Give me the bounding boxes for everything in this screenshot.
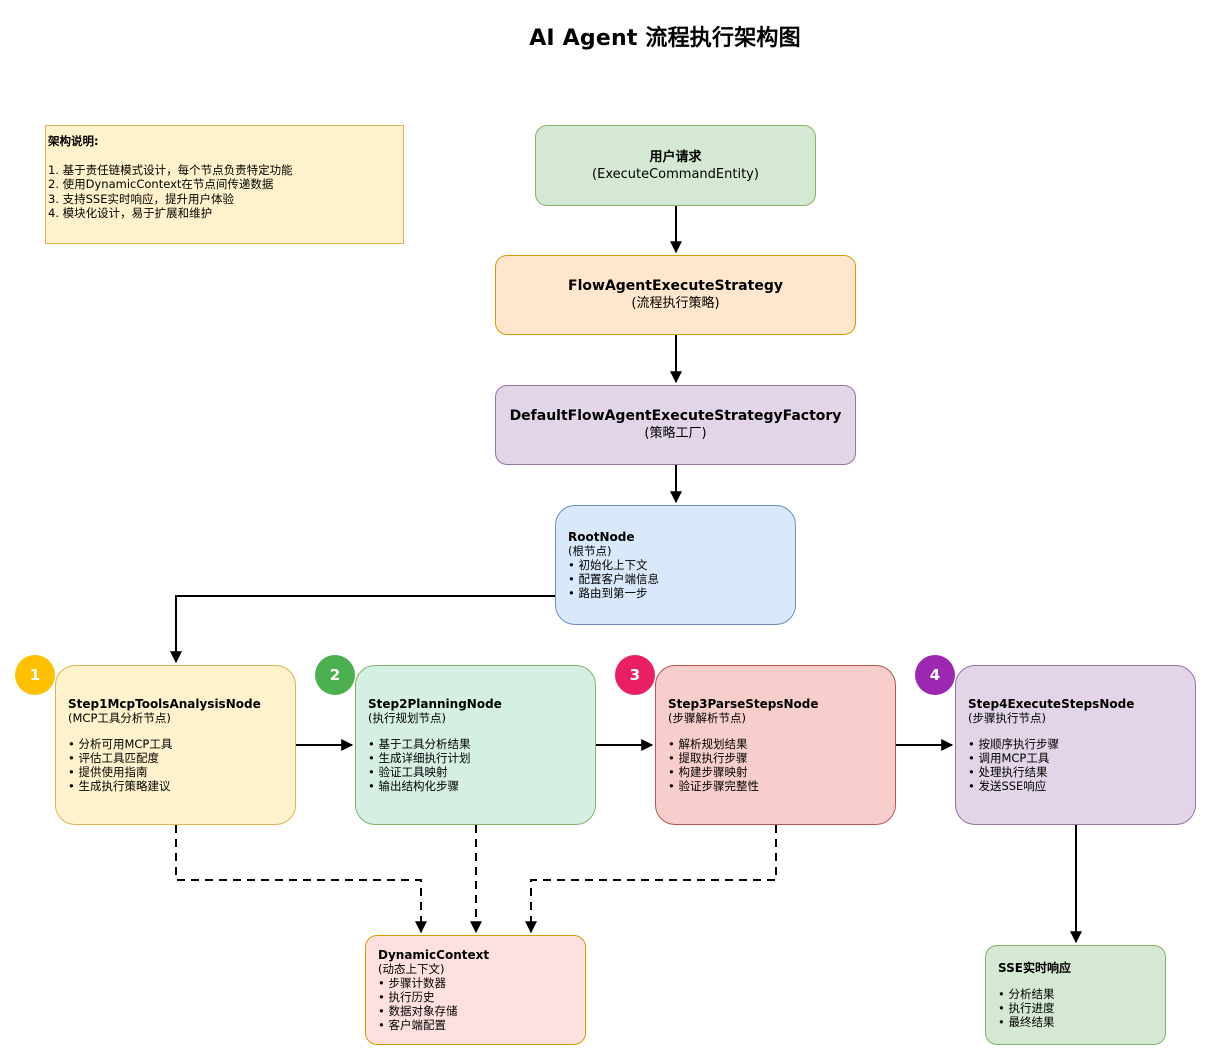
node-item: • 按顺序执行步骤	[968, 737, 1059, 751]
node-item: • 调用MCP工具	[968, 751, 1050, 765]
node-title: Step1McpToolsAnalysisNode	[68, 697, 261, 711]
node-item: • 验证步骤完整性	[668, 779, 759, 793]
node-subtitle: (策略工厂)	[644, 426, 707, 441]
node-item: • 解析规划结果	[668, 737, 748, 751]
factory-node: DefaultFlowAgentExecuteStrategyFactory (…	[495, 385, 856, 465]
step3-node: Step3ParseStepsNode (步骤解析节点) • 解析规划结果 • …	[655, 665, 896, 825]
node-title: DynamicContext	[378, 948, 490, 962]
root-node: RootNode (根节点) • 初始化上下文 • 配置客户端信息 • 路由到第…	[555, 505, 796, 625]
node-subtitle: (流程执行策略)	[631, 296, 720, 311]
note-line: 3. 支持SSE实时响应，提升用户体验	[48, 191, 234, 206]
node-item: • 初始化上下文	[568, 558, 648, 572]
diagram-title: AI Agent 流程执行架构图	[529, 26, 801, 51]
node-item: • 执行历史	[378, 990, 435, 1004]
node-item: • 路由到第一步	[568, 586, 648, 600]
step2-node: Step2PlanningNode (执行规划节点) • 基于工具分析结果 • …	[355, 665, 596, 825]
strategy-node: FlowAgentExecuteStrategy (流程执行策略)	[495, 255, 856, 335]
node-item: • 数据对象存储	[378, 1004, 458, 1018]
node-item: • 输出结构化步骤	[368, 779, 459, 793]
dynamic-context-node: DynamicContext (动态上下文) • 步骤计数器 • 执行历史 • …	[365, 935, 586, 1045]
node-title: DefaultFlowAgentExecuteStrategyFactory	[509, 408, 842, 424]
node-item: • 执行进度	[998, 1001, 1055, 1015]
node-item: • 基于工具分析结果	[368, 737, 471, 751]
node-item: • 提供使用指南	[68, 765, 148, 779]
sse-response-node: SSE实时响应 • 分析结果 • 执行进度 • 最终结果	[985, 945, 1166, 1045]
edge-step3-context	[525, 825, 777, 934]
user-request-node: 用户请求 (ExecuteCommandEntity)	[535, 125, 816, 206]
step2-badge: 2	[315, 655, 355, 695]
node-item: • 配置客户端信息	[568, 572, 659, 586]
node-title: RootNode	[568, 530, 635, 544]
node-item: • 构建步骤映射	[668, 765, 748, 779]
node-title: FlowAgentExecuteStrategy	[568, 278, 783, 294]
step1-badge: 1	[15, 655, 55, 695]
node-item: • 生成详细执行计划	[368, 751, 471, 765]
node-subtitle: (步骤执行节点)	[968, 711, 1046, 725]
node-item: • 分析可用MCP工具	[68, 737, 173, 751]
node-item: • 评估工具匹配度	[68, 751, 159, 765]
node-title: Step3ParseStepsNode	[668, 697, 819, 711]
note-title: 架构说明:	[48, 134, 99, 148]
architecture-note: 架构说明: 1. 基于责任链模式设计，每个节点负责特定功能 2. 使用Dynam…	[45, 125, 404, 244]
node-subtitle: (执行规划节点)	[368, 711, 446, 725]
node-item: • 客户端配置	[378, 1018, 446, 1032]
node-item: • 提取执行步骤	[668, 751, 748, 765]
node-item: • 生成执行策略建议	[68, 779, 171, 793]
note-line: 1. 基于责任链模式设计，每个节点负责特定功能	[48, 162, 293, 177]
node-subtitle: (根节点)	[568, 544, 612, 558]
step4-node: Step4ExecuteStepsNode (步骤执行节点) • 按顺序执行步骤…	[955, 665, 1196, 825]
node-item: • 分析结果	[998, 987, 1055, 1001]
node-title: Step2PlanningNode	[368, 697, 502, 711]
step1-node: Step1McpToolsAnalysisNode (MCP工具分析节点) • …	[55, 665, 296, 825]
note-line: 4. 模块化设计，易于扩展和维护	[48, 206, 213, 220]
node-title: 用户请求	[649, 149, 702, 165]
note-line: 2. 使用DynamicContext在节点间传递数据	[48, 177, 274, 191]
node-title: Step4ExecuteStepsNode	[968, 697, 1135, 711]
step3-badge: 3	[615, 655, 655, 695]
node-subtitle: (动态上下文)	[378, 962, 445, 976]
node-subtitle: (MCP工具分析节点)	[68, 711, 171, 725]
step4-badge: 4	[915, 655, 955, 695]
node-item: • 验证工具映射	[368, 765, 448, 779]
node-item: • 发送SSE响应	[968, 779, 1047, 793]
node-item: • 处理执行结果	[968, 765, 1048, 779]
node-subtitle: (ExecuteCommandEntity)	[592, 166, 759, 182]
edge-root-step1	[170, 595, 555, 664]
node-subtitle: (步骤解析节点)	[668, 711, 746, 725]
node-title: SSE实时响应	[998, 961, 1071, 975]
node-item: • 最终结果	[998, 1015, 1055, 1029]
edge-step1-context	[175, 825, 427, 934]
node-item: • 步骤计数器	[378, 976, 446, 990]
